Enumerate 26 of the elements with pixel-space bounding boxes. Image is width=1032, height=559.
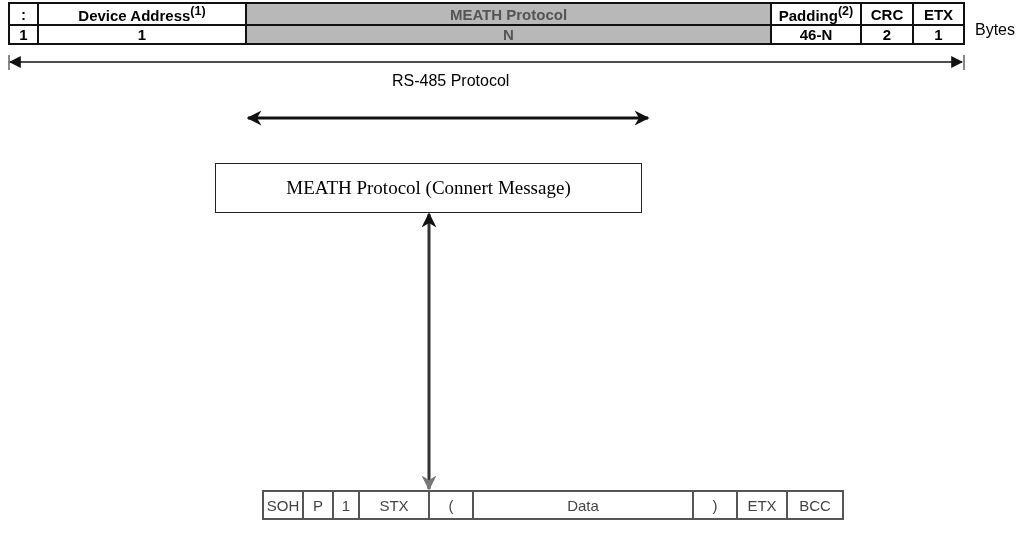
frame-table bbox=[262, 490, 844, 520]
frame-table bbox=[8, 2, 965, 45]
field-cell: ETX bbox=[737, 491, 787, 519]
field-cell: ETX bbox=[913, 3, 964, 25]
field-cell: Padding$^{(2)}$ bbox=[771, 3, 861, 25]
field-cell: BCC bbox=[787, 491, 843, 519]
unit-label: Bytes bbox=[975, 21, 1015, 39]
field-cell: Device Address$^{(1)}$ bbox=[38, 3, 246, 25]
field-cell: P bbox=[303, 491, 333, 519]
field-cell: 1 bbox=[9, 25, 38, 44]
field-cell: MEATH Protocol bbox=[246, 3, 771, 25]
field-cell: STX bbox=[359, 491, 429, 519]
double-arrow bbox=[421, 212, 437, 491]
message-box: MEATH Protocol (Connert Message) bbox=[215, 163, 642, 213]
field-cell: ) bbox=[693, 491, 737, 519]
field-cell: ( bbox=[429, 491, 473, 519]
field-cell: 1 bbox=[38, 25, 246, 44]
field-cell: 2 bbox=[861, 25, 913, 44]
field-cell: 46-N bbox=[771, 25, 861, 44]
field-cell: : bbox=[9, 3, 38, 25]
field-cell: CRC bbox=[861, 3, 913, 25]
field-cell: Data bbox=[473, 491, 693, 519]
field-cell: 1 bbox=[913, 25, 964, 44]
field-cell: SOH bbox=[263, 491, 303, 519]
dimension-label: RS-485 Protocol bbox=[392, 72, 510, 90]
field-cell: 1 bbox=[333, 491, 359, 519]
